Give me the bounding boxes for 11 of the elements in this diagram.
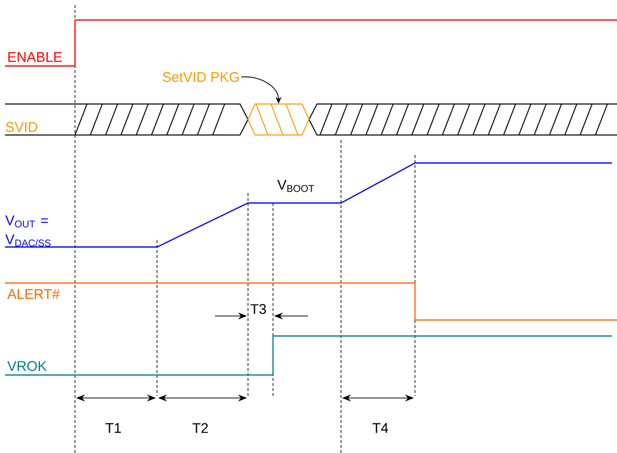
- signal-label: SVID: [6, 122, 38, 132]
- dimension-label: T2: [192, 423, 208, 433]
- signal-label: V$_{OUT}$ = V$_{DAC/SS}$: [5, 216, 51, 246]
- signal-label: VROK: [7, 361, 47, 371]
- dimension-label: T4: [372, 423, 388, 433]
- signal-label: ENABLE: [8, 52, 62, 62]
- dimension-label: T1: [106, 423, 121, 433]
- voltage-label: V$_{BOOT}$: [277, 180, 314, 192]
- callout-text: SetVID PKG: [162, 72, 239, 82]
- signal-label: ALERT#: [7, 289, 60, 299]
- dimension-label: T3: [250, 304, 266, 314]
